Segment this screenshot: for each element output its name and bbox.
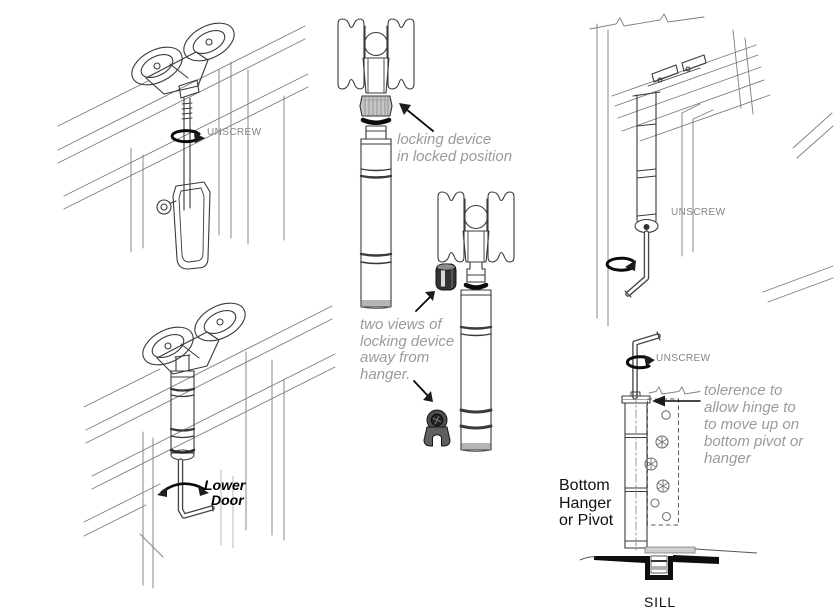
two-views-caption: two views of locking device away from ha… [360,316,455,383]
figure-lower-door [83,302,336,589]
figure-top-hanger [57,22,309,270]
pointer-arrow-icon [413,380,433,402]
o-ring [463,282,489,290]
adjusting-spindle [169,354,196,461]
adjusting-rod [181,97,193,211]
allen-key [632,331,661,400]
sill-cup [579,546,758,580]
hinge-barrel [621,391,651,551]
locking-device-bottom-view [423,409,451,447]
rotate-arc-icon [157,482,209,497]
figure-bottom-pivot [579,331,758,580]
track-trolley [647,54,707,87]
wall-and-track-lines [589,13,834,327]
figure-locking-device-views [413,191,515,453]
roller-hanger [142,302,246,375]
locking-nut [359,95,393,117]
pointer-arrow-icon [399,103,434,132]
hanger-tube [359,125,393,310]
figure-track-unscrew [589,13,834,327]
sill-label: SILL [644,594,676,610]
pointer-arrow-icon [652,395,701,407]
hanger-tube [632,91,661,234]
roller-hanger [131,22,235,99]
unscrew-label: UNSCREW [207,127,262,138]
hinge-leaf [644,398,679,526]
door-frame-lines [83,305,336,589]
unscrew-label: UNSCREW [671,207,726,218]
wall-break-line [648,386,701,395]
allen-key [624,230,650,298]
rotate-arrow-icon [625,355,655,370]
locking-device-top-view [435,263,457,291]
bottom-hanger-label: Bottom Hanger or Pivot [559,477,614,529]
rotate-arrow-icon [605,256,636,272]
door-top-plate [156,181,211,270]
figure-locking-device-locked [337,18,434,310]
roller-hanger-front [337,18,415,94]
unscrew-label: UNSCREW [656,353,711,364]
allen-key [177,458,215,519]
hanger-tube [459,289,493,453]
locking-device-caption: locking device in locked position [397,131,513,165]
lower-door-line-1: Lower [204,477,246,493]
o-ring [360,117,392,125]
tolerance-caption: tolerence to allow hinge to to move up o… [704,382,804,467]
door-frame-lines [57,25,309,253]
lower-door-label: Lower Door [204,478,245,508]
roller-hanger-front [437,191,515,283]
rotate-arrow-icon [170,129,205,144]
lower-door-line-2: Door [211,492,244,508]
pointer-arrow-icon [415,291,435,312]
